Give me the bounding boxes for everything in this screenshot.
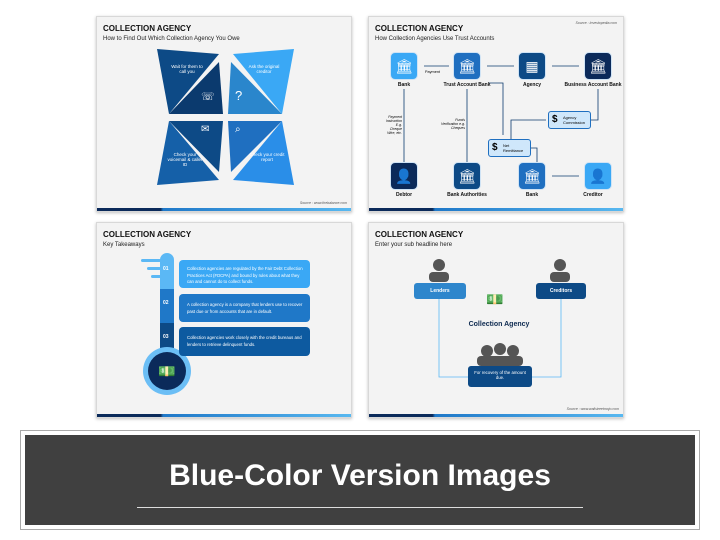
takeaway-number: 01 xyxy=(163,266,169,272)
speed-line xyxy=(151,275,161,278)
slide-title: COLLECTION AGENCY xyxy=(375,230,464,239)
slide-title: COLLECTION AGENCY xyxy=(375,24,464,33)
flow-arrows xyxy=(403,65,599,177)
creditors-box: Creditors xyxy=(536,283,586,299)
slide-thumbnail-1[interactable]: COLLECTION AGENCY How to Find Out Which … xyxy=(96,16,352,212)
business-account-bank-icon: 🏛 xyxy=(584,52,612,80)
speed-line xyxy=(141,259,161,262)
quadrant-diagram xyxy=(157,49,294,185)
slide-thumbnail-2[interactable]: COLLECTION AGENCY How Collection Agencie… xyxy=(368,16,624,212)
debtor-icon: 👤 xyxy=(390,162,418,190)
label-bank2: Bank xyxy=(525,192,539,198)
bank-icon: 🏛 xyxy=(518,162,546,190)
dollar-icon: $ xyxy=(492,142,498,153)
lenders-box: Lenders xyxy=(414,283,466,299)
slide-title: COLLECTION AGENCY xyxy=(103,230,192,239)
payment-instruction-label: Payment Instruction E.g. Cheque Wire, et… xyxy=(385,115,402,135)
slide-subtitle: How to Find Out Which Collection Agency … xyxy=(103,36,240,42)
person-icons xyxy=(429,259,570,366)
net-remittance-box: Net Remittance $ xyxy=(488,139,531,157)
net-remittance-label: Net Remittance xyxy=(503,143,524,153)
takeaway-number: 03 xyxy=(163,334,169,340)
slide-thumbnail-3[interactable]: COLLECTION AGENCY Key Takeaways 💵 Collec… xyxy=(96,222,352,418)
banner: Blue-Color Version Images xyxy=(20,430,700,530)
item-voicemail: Check your voicemail & caller ID xyxy=(167,152,203,167)
banner-divider xyxy=(137,507,583,508)
dollar-icon: $ xyxy=(552,114,558,125)
slide-subtitle: How Collection Agencies Use Trust Accoun… xyxy=(375,36,495,42)
takeaway-card-2: A collection agency is a company that le… xyxy=(179,294,310,322)
label-authorities: Bank Authorities xyxy=(447,192,487,198)
slide-subtitle: Enter your sub headline here xyxy=(375,242,453,248)
thermo-segment-3 xyxy=(160,323,174,353)
footer-bar xyxy=(369,208,623,211)
recovery-box: For recovery of the amount due. xyxy=(468,366,532,387)
collection-agency-label: Collection Agency xyxy=(468,321,530,328)
slide-thumbnail-4[interactable]: COLLECTION AGENCY Enter your sub headlin… xyxy=(368,222,624,418)
label-trust: Trust Account Bank xyxy=(443,82,491,88)
footer-bar xyxy=(97,208,351,211)
credit-report-search-icon: ⌕ xyxy=(235,124,241,135)
bank-authorities-icon: 🏛 xyxy=(453,162,481,190)
source-text: Source : www.wallstreetmojo.com xyxy=(566,407,619,411)
label-creditor: Creditor xyxy=(583,192,603,198)
connector-lines xyxy=(429,259,570,378)
item-credit: Check your credit report xyxy=(249,152,285,162)
agency-commission-label: Agency Commission xyxy=(563,115,586,125)
agency-commission-box: Agency Commission $ xyxy=(548,111,591,129)
source-text: Source : www.thebalance.com xyxy=(299,201,347,205)
creditor-icon: 👤 xyxy=(584,162,612,190)
agency-icon: ▦ xyxy=(518,52,546,80)
banner-panel: Blue-Color Version Images xyxy=(25,435,695,525)
funds-verification-label: Funds Verification e.g. Cheques xyxy=(441,118,465,130)
banner-title: Blue-Color Version Images xyxy=(169,459,551,492)
takeaway-card-1: Collection agencies are regulated by the… xyxy=(179,260,310,288)
money-hand-icon: 💵 xyxy=(148,352,186,390)
thermo-segment-1 xyxy=(160,253,174,289)
payment-label: Payment xyxy=(425,70,440,74)
item-wait: Wait for them to call you xyxy=(171,64,203,74)
slide-subtitle: Key Takeaways xyxy=(103,242,145,248)
footer-bar xyxy=(369,414,623,417)
speed-line xyxy=(147,267,161,270)
trust-account-bank-icon: 🏛 xyxy=(453,52,481,80)
thermo-bulb: 💵 xyxy=(143,347,191,395)
source-text: Source : Investopedia.com xyxy=(575,21,617,25)
label-agency: Agency xyxy=(522,82,542,88)
phone-clock-icon: ☏ xyxy=(201,91,215,103)
slide-title: COLLECTION AGENCY xyxy=(103,24,192,33)
label-bank: Bank xyxy=(397,82,411,88)
bank-icon: 🏛 xyxy=(390,52,418,80)
mail-download-icon: ✉ xyxy=(201,124,210,135)
label-business: Business Account Bank xyxy=(564,82,622,88)
label-debtor: Debtor xyxy=(395,192,413,198)
money-hand-icon: 💵 xyxy=(486,291,504,307)
takeaway-number: 02 xyxy=(163,300,169,306)
takeaway-card-3: Collection agencies work closely with th… xyxy=(179,327,310,356)
question-icon: ? xyxy=(235,88,243,103)
item-ask: Ask the original creditor xyxy=(248,64,280,74)
footer-bar xyxy=(97,414,351,417)
thermo-segment-2 xyxy=(160,289,174,323)
